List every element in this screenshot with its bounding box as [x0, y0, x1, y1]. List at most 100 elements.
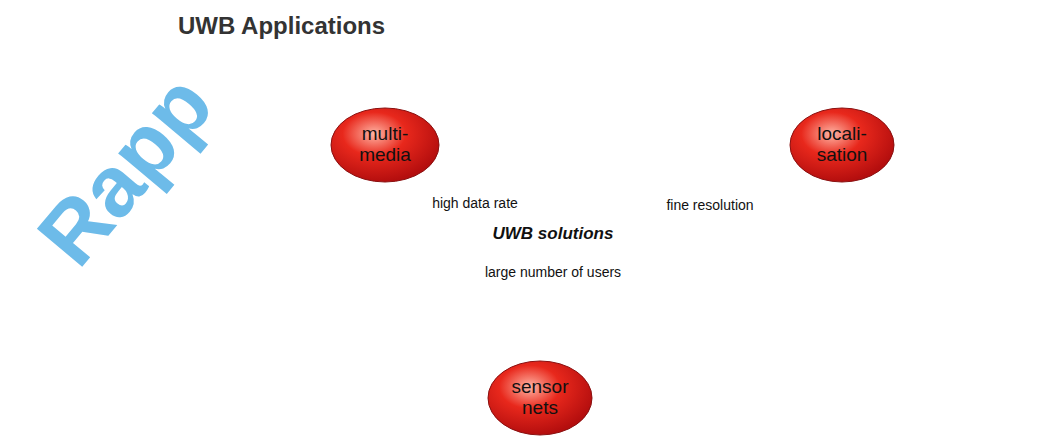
- fire-truck-icon: [411, 423, 423, 435]
- sensor-map: [665, 412, 788, 428]
- radar-waveform: [727, 41, 757, 71]
- application-ring: [690, 55, 1010, 245]
- phone-icon: [293, 209, 303, 219]
- ambulance-icon: [426, 394, 480, 425]
- skier-picture: [925, 169, 999, 177]
- sensor-map: [757, 375, 763, 381]
- tv-icon: [505, 95, 577, 143]
- application-bubble: locali- sation: [789, 107, 895, 183]
- feature-text: fine resolution: [666, 197, 753, 214]
- pda-icon: [489, 82, 493, 85]
- title-holder: UWB Applications: [178, 12, 385, 40]
- radar-waveform: [700, 52, 798, 65]
- vehicle-link: [380, 390, 448, 406]
- ambulance-icon: [468, 417, 476, 425]
- tv-icon: [515, 121, 545, 135]
- sensor-map: [718, 410, 722, 414]
- radar-waveform: [694, 45, 786, 62]
- camcorder-icon: [358, 60, 392, 80]
- police-car-icon: [350, 368, 400, 386]
- feature-text: UWB solutions: [493, 224, 614, 244]
- vehicle-link: [380, 390, 448, 422]
- radar-waveform: [688, 35, 804, 60]
- application-ring: [310, 330, 810, 441]
- bubble-label: sensor nets: [511, 377, 568, 419]
- printer-icon: [372, 224, 418, 252]
- police-car-icon: [350, 368, 400, 391]
- application-bubble: multi- media: [330, 107, 440, 183]
- sensor-map: [732, 383, 738, 389]
- skier-picture: [920, 142, 938, 160]
- mountain-picture: [758, 252, 816, 302]
- fire-truck-icon: [364, 433, 371, 440]
- sensor-map: [650, 352, 792, 441]
- application-bubble: sensor nets: [487, 360, 593, 436]
- pda-icon: [495, 82, 499, 85]
- skier-picture: [945, 115, 987, 167]
- fire-truck-icon: [410, 433, 417, 440]
- sensor-map: [660, 387, 785, 403]
- bubble-outline: [331, 108, 439, 182]
- ambulance-icon: [466, 402, 480, 420]
- mountain-picture: [760, 262, 812, 294]
- printer-icon: [380, 244, 410, 248]
- camera-icon: [259, 83, 271, 89]
- camcorder-icon: [350, 55, 392, 80]
- tv-icon: [533, 107, 549, 123]
- ambulance-icon: [430, 406, 462, 410]
- vehicle-link: [388, 406, 448, 422]
- fire-truck-icon: [355, 420, 423, 440]
- bubble-outline: [790, 108, 894, 182]
- bubble-outline: [488, 361, 592, 435]
- police-car-icon: [386, 383, 394, 391]
- tv-icon: [511, 100, 571, 136]
- fire-truck-icon: [355, 420, 411, 435]
- printer-icon: [372, 230, 418, 252]
- skier-picture: [915, 150, 1007, 195]
- camera-icon: [255, 83, 295, 116]
- ambulance-icon: [426, 394, 466, 420]
- feature-text: high data rate: [432, 195, 518, 212]
- core-ellipse: high data rate fine resolutionUWB solutio…: [305, 150, 801, 306]
- watermark: Rapp: [19, 56, 231, 282]
- laptop-icon: [224, 148, 276, 186]
- sensor-map: [768, 425, 772, 429]
- sensor-map: [650, 352, 792, 441]
- skier-picture: [935, 125, 985, 175]
- application-ring: [240, 73, 560, 243]
- printer-icon: [380, 224, 408, 232]
- radar-waveform: [688, 35, 804, 71]
- bubble-label: locali- sation: [817, 124, 868, 166]
- core-outline: [306, 151, 800, 305]
- feature-text: large number of users: [485, 264, 621, 281]
- phone-icon: [290, 205, 306, 237]
- mountain-picture: [758, 252, 816, 302]
- pda-icon: [478, 56, 504, 92]
- police-car-icon: [356, 383, 364, 391]
- camcorder-icon: [380, 55, 390, 61]
- camera-icon: [255, 88, 295, 116]
- laptop-icon: [224, 176, 276, 186]
- radar-waveform: [733, 47, 751, 65]
- skier-picture: [949, 109, 957, 117]
- tv-icon: [505, 95, 577, 143]
- skier-picture: [915, 109, 1007, 195]
- sensor-map: [678, 405, 682, 409]
- vehicle-link: [380, 390, 388, 422]
- application-ring: [240, 55, 1010, 441]
- ambulance-icon: [432, 417, 440, 425]
- bubble-label: multi- media: [359, 124, 411, 166]
- pda-icon: [478, 56, 504, 92]
- sensor-map: [670, 372, 780, 392]
- pda-icon: [482, 60, 500, 78]
- sensor-map: [748, 402, 752, 406]
- label-holder: Rapp: [18, 56, 232, 284]
- sensor-map: [692, 377, 698, 383]
- title-rule: [175, 49, 1005, 51]
- camcorder-icon: [350, 65, 359, 75]
- phone-icon: [290, 205, 306, 237]
- fire-truck-icon: [359, 421, 405, 423]
- camera-icon: [268, 94, 286, 112]
- pda-icon: [483, 82, 487, 85]
- laptop-icon: [230, 148, 268, 174]
